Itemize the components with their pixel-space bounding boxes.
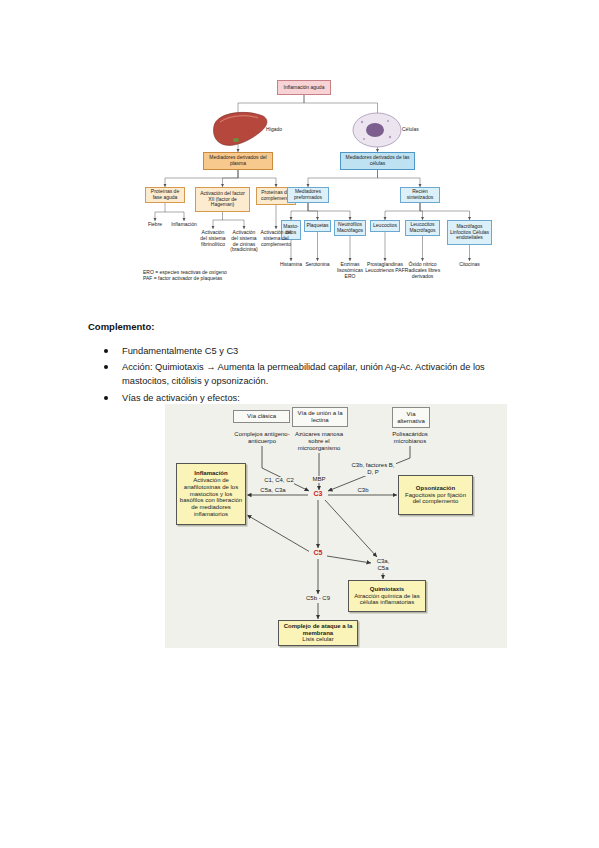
box-heading: Vía de unión a la lectina	[294, 410, 346, 424]
text-label: Serotonina	[304, 262, 331, 268]
text-label: C3a, C5a	[372, 558, 394, 572]
box-heading: Plaquetas	[306, 223, 328, 229]
text-label: C5a, C3a	[255, 487, 291, 494]
text-label: Polisacáridos microbianos	[385, 431, 435, 445]
box-heading: Activación del factor XII (factor de Hag…	[197, 191, 248, 208]
flow-connector	[304, 95, 378, 152]
process-box: Vía alternativa	[392, 407, 430, 428]
text-label: Óxido nítrico Radicales libres derivados	[404, 262, 441, 279]
process-box: Leucocitos Macrófagos	[405, 220, 440, 236]
box-heading: Leucocitos	[373, 223, 397, 229]
text-label: C5	[309, 549, 327, 557]
box-heading: Quimiotaxis	[370, 586, 404, 593]
process-box: Vía clásica	[233, 410, 290, 423]
box-heading: Neutrófilos Macrófagos	[336, 222, 364, 234]
effect-box: Complejo de ataque a la membranaLisis ce…	[278, 620, 358, 646]
flow-connector	[238, 170, 276, 187]
box-heading: Proteínas de fase aguda	[147, 189, 183, 201]
process-box: Mediadores preformados	[287, 187, 329, 203]
flow-connector	[238, 95, 304, 152]
flow-connector	[420, 203, 423, 220]
text-label: Complemento:	[88, 320, 288, 334]
box-body: Activación de anafilotoxinas de los mast…	[179, 477, 243, 518]
diagram-panel	[165, 404, 507, 648]
process-box: Activación del factor XII (factor de Hag…	[195, 187, 250, 212]
box-heading: Vía alternativa	[394, 411, 428, 425]
text-label: Complejos antígeno-anticuerpo	[232, 431, 292, 445]
box-heading: Complejo de ataque a la membrana	[281, 623, 355, 637]
text-label: Citocinas	[455, 262, 484, 268]
text-label: Enzimas lisosómicas ERO	[333, 262, 367, 279]
bullet-dot	[104, 396, 108, 400]
text-label: Azúcares manosa sobre el microorganismo	[290, 431, 348, 452]
process-box: Proteínas de fase aguda	[145, 187, 185, 203]
text-label: Acción: Quimiotaxis → Aumenta la permeab…	[122, 360, 522, 388]
box-heading: Inflamación	[194, 470, 227, 477]
effect-box: QuimiotaxisAtracción química de las célu…	[348, 580, 426, 612]
bullet-dot	[104, 349, 108, 353]
text-label: Inflamación	[170, 222, 198, 228]
flow-connector	[308, 203, 318, 220]
flow-connector	[378, 170, 421, 187]
box-heading: Leucocitos Macrófagos	[407, 222, 438, 234]
liver-illustration	[213, 112, 266, 145]
process-box: Mediadores derivados del plasma	[203, 152, 273, 170]
process-box: Plaquetas	[304, 220, 331, 232]
text-label: C3b, factores B, D, P	[350, 462, 396, 476]
text-label: ERO = especies reactivas de oxígeno	[143, 270, 273, 276]
box-heading: Mediadores preformados	[289, 189, 327, 201]
box-heading: Macrófagos Linfocitos Células endotelial…	[449, 224, 490, 241]
process-box: Macrófagos Linfocitos Células endotelial…	[447, 220, 492, 245]
process-box: Neutrófilos Macrófagos	[334, 220, 366, 236]
flow-connector	[385, 203, 420, 220]
effect-box: InflamaciónActivación de anafilotoxinas …	[176, 463, 246, 525]
bullet-dot	[104, 365, 108, 369]
process-box: Recién sintetizados	[400, 187, 440, 203]
box-body: Atracción química de las células inflama…	[351, 593, 423, 607]
effect-box: OpsonizaciónFagocitosis por fijación del…	[398, 475, 473, 515]
text-label: C5b - C9	[298, 595, 338, 602]
box-heading: Inflamación aguda	[284, 85, 325, 91]
box-heading: Mediadores derivados de las células	[342, 155, 413, 167]
text-label: Activación del sistema del complemento	[260, 230, 292, 247]
box-body: Lisis celular	[302, 636, 333, 643]
text-label: C1, C4, C2	[264, 477, 294, 484]
text-label: C3	[309, 490, 327, 498]
box-heading: Recién sintetizados	[402, 189, 438, 201]
box-heading: Vía clásica	[247, 413, 276, 420]
flow-connector	[420, 203, 470, 220]
process-box: Vía de unión a la lectina	[292, 407, 348, 427]
text-label: Prostaglandinas Leucotrienos PAF	[364, 262, 406, 274]
box-heading: Mediadores derivados del plasma	[205, 155, 271, 167]
flow-connector	[308, 170, 378, 187]
cell-illustration	[353, 113, 401, 147]
text-label: Activación del sistema fibrinolítico	[198, 230, 228, 247]
text-label: Fiebre	[143, 222, 167, 228]
text-label: C3b	[348, 487, 378, 494]
process-box: Inflamación aguda	[277, 80, 331, 95]
process-box: Leucocitos	[370, 220, 400, 232]
text-label: Células	[402, 127, 430, 133]
box-body: Fagocitosis por fijación del complemento	[401, 492, 470, 506]
process-box: Mediadores derivados de las células	[340, 152, 415, 170]
flow-connector	[223, 170, 239, 187]
flow-connector	[165, 170, 238, 187]
flow-connector	[291, 203, 308, 220]
text-label: Fundamentalmente C5 y C3	[122, 344, 522, 358]
text-label: Vías de activación y efectos:	[122, 391, 522, 405]
text-label: MBP	[308, 476, 330, 483]
text-label: Hígado	[266, 127, 294, 133]
text-label: Histamina	[278, 262, 304, 268]
box-heading: Opsonización	[416, 485, 455, 492]
text-label: Activación del sistema de cininas (bradi…	[229, 230, 259, 253]
flow-connector	[308, 203, 350, 220]
text-label: PAF = factor activador de plaquetas	[143, 276, 273, 282]
